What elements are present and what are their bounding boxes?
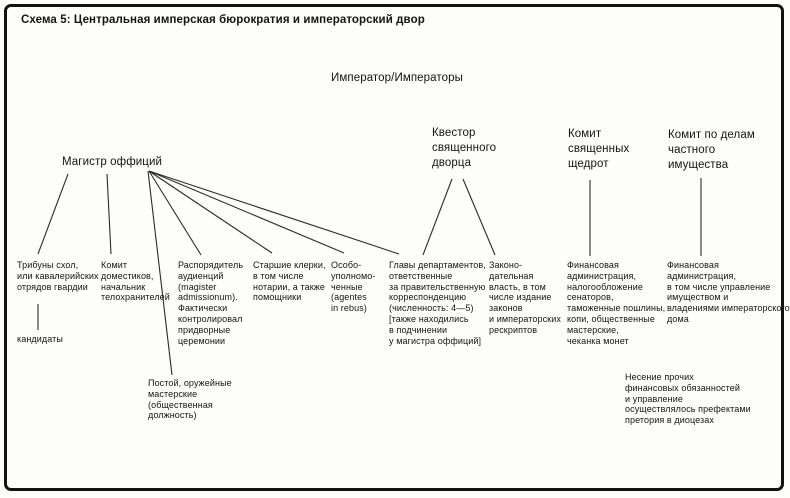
node-magister-officiorum: Магистр оффиций <box>62 156 163 168</box>
node-comes-rei-privatae: Комит по делам частного имущества <box>668 129 755 171</box>
node-comes-domesticorum: Комит доместиков, начальник телохранител… <box>101 260 170 303</box>
node-department-heads: Главы департаментов, ответственные за пр… <box>389 260 486 346</box>
node-tribunes-scholae: Трибуны схол, или кавалерийских отрядов … <box>17 260 99 292</box>
node-agentes-in-rebus: Особо- уполномо- ченные (agentes in rebu… <box>331 260 376 314</box>
node-quaestor-sacred-palace: Квестор священного дворца <box>432 127 497 169</box>
node-legislative-power: Законо- дательная власть, в том числе из… <box>489 260 561 335</box>
diagram-title: Схема 5: Центральная имперская бюрократи… <box>21 14 425 26</box>
node-comes-sacrarum-largitionum: Комит священных щедрот <box>568 128 630 170</box>
node-other-financial-duties: Несение прочих финансовых обязанностей и… <box>625 372 751 426</box>
node-senior-clerks: Старшие клерки, в том числе нотарии, а т… <box>253 260 326 303</box>
node-candidates: кандидаты <box>17 334 63 344</box>
node-financial-administration-taxes: Финансовая администрация, налогообложени… <box>567 260 666 346</box>
node-magister-admissionum: Распорядитель аудиенций (magister admiss… <box>178 260 244 346</box>
diagram-border-frame <box>4 4 784 491</box>
node-billeting-armories: Постой, оружейные мастерские (общественн… <box>148 378 232 421</box>
node-financial-administration-property: Финансовая администрация, в том числе уп… <box>667 260 790 324</box>
node-emperor: Император/Императоры <box>331 72 463 84</box>
